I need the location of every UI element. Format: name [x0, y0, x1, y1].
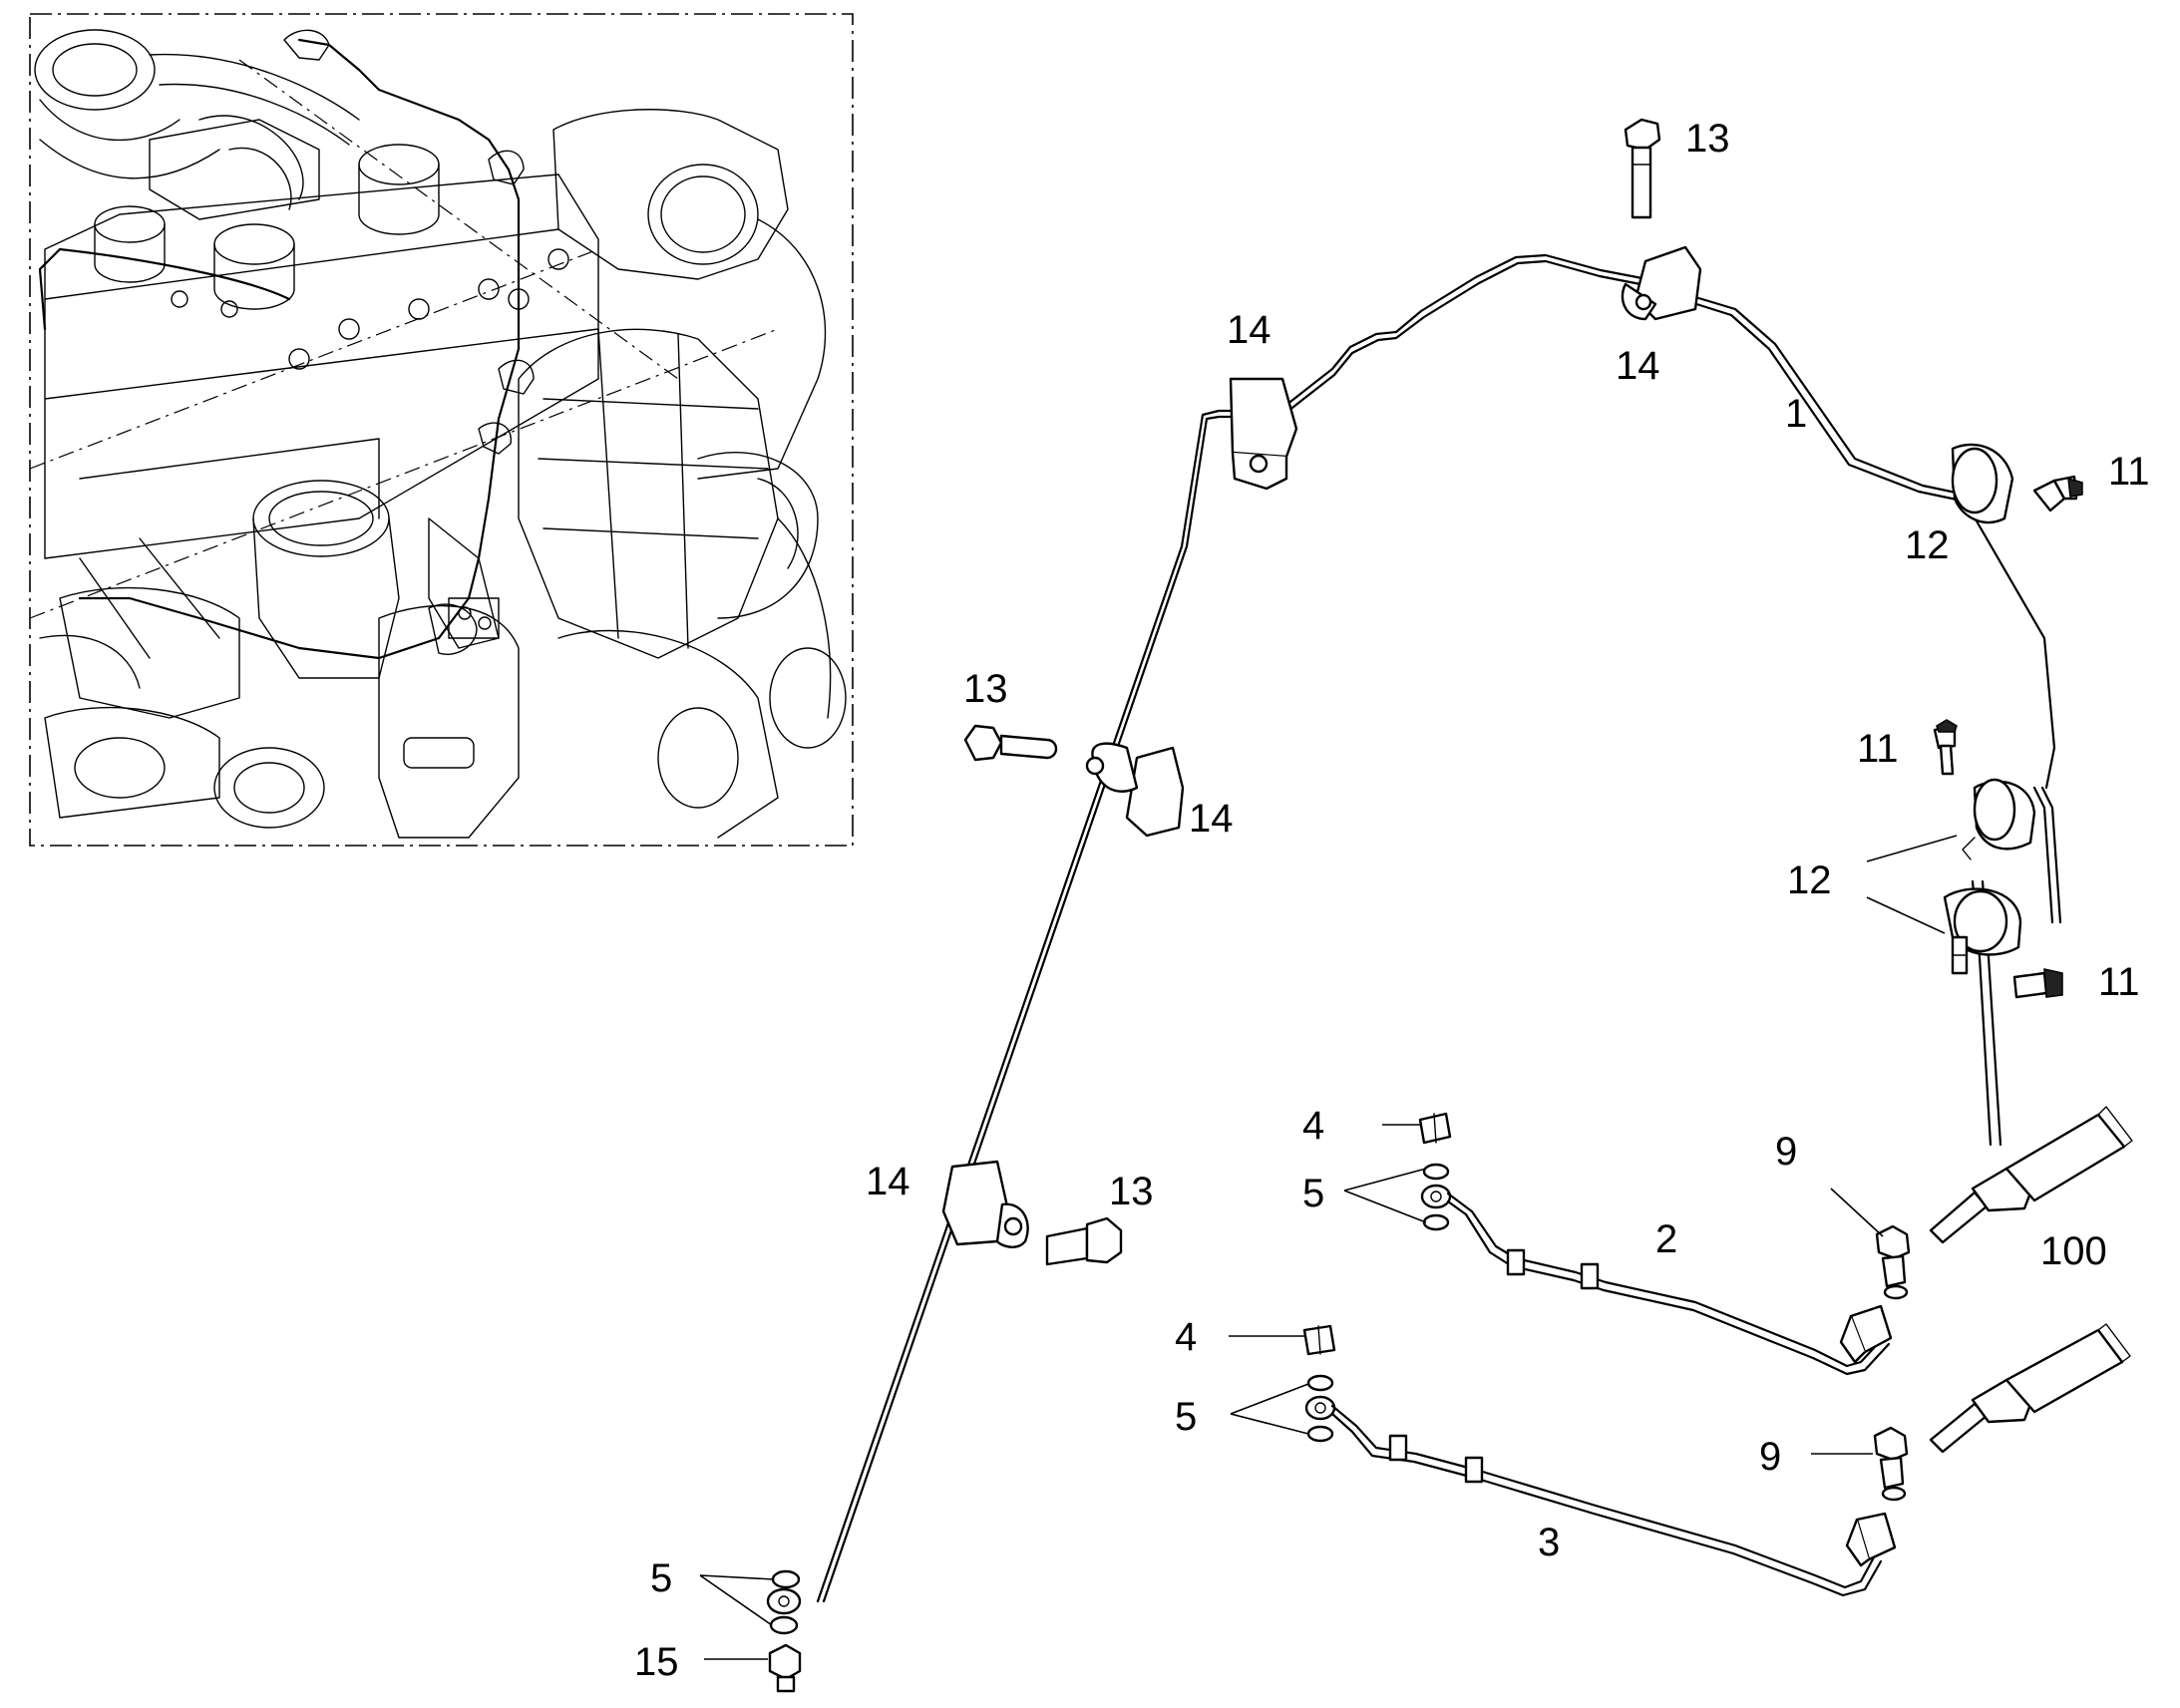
callout-14-low: 14 — [866, 1160, 910, 1203]
bolt-13-left — [963, 724, 1058, 762]
brake-pipe-2 — [1418, 1112, 1893, 1376]
union-9-a — [1875, 1224, 1911, 1300]
screw-11-c — [2012, 968, 2063, 999]
brake-pipe-1 — [816, 253, 2062, 1603]
leader-lines — [699, 835, 1958, 1660]
callout-14-mid: 14 — [1189, 797, 1234, 841]
callout-5-a: 5 — [1302, 1172, 1324, 1215]
callout-1: 1 — [1785, 392, 1807, 436]
callout-5-b: 5 — [1175, 1395, 1197, 1439]
callout-13-low: 13 — [1109, 1170, 1154, 1213]
callout-11-b: 11 — [1857, 727, 1899, 771]
callout-4-b: 4 — [1175, 1315, 1197, 1359]
callout-9-b: 9 — [1759, 1435, 1781, 1479]
callout-4-a: 4 — [1302, 1104, 1324, 1148]
callout-15: 15 — [634, 1640, 679, 1684]
engine-inset — [29, 13, 854, 847]
bottom-fitting — [766, 1569, 802, 1693]
clamp-14-topright — [1621, 245, 1702, 321]
screw-11-b — [1933, 719, 1958, 776]
clamp-12-low — [1943, 887, 2022, 975]
union-9-b — [1873, 1426, 1909, 1502]
sealant-tube-2 — [1929, 1323, 2131, 1454]
callout-11-c: 11 — [2098, 960, 2140, 1004]
callout-2: 2 — [1655, 1217, 1677, 1261]
clamp-14-mid — [1085, 742, 1185, 838]
bolt-13-low — [1045, 1216, 1123, 1266]
callout-14-topleft: 14 — [1227, 308, 1272, 352]
callout-100: 100 — [2040, 1229, 2107, 1273]
screw-11-a — [2032, 475, 2083, 512]
inset-frame — [29, 13, 854, 847]
callout-13-top: 13 — [1685, 117, 1730, 161]
brake-pipe-3 — [1302, 1324, 1897, 1597]
callout-5-c: 5 — [650, 1556, 672, 1600]
clamp-12-mid — [1962, 778, 2036, 860]
callout-14-top: 14 — [1616, 344, 1660, 388]
callout-3: 3 — [1538, 1521, 1560, 1564]
callout-12-a: 12 — [1905, 523, 1950, 567]
callout-labels: 13 14 14 1 11 12 13 11 14 12 11 4 9 5 14… — [634, 117, 2150, 1684]
callout-11-a: 11 — [2108, 450, 2150, 494]
sealant-tube-1 — [1929, 1106, 2133, 1244]
bolt-13-top — [1624, 118, 1661, 219]
clamp-12-top — [1951, 443, 2014, 524]
callout-9-a: 9 — [1775, 1130, 1797, 1174]
callout-12-b: 12 — [1787, 858, 1832, 902]
callout-13-left: 13 — [963, 667, 1008, 711]
clamp-14-top — [1229, 377, 1298, 491]
clamp-14-low — [941, 1160, 1029, 1248]
